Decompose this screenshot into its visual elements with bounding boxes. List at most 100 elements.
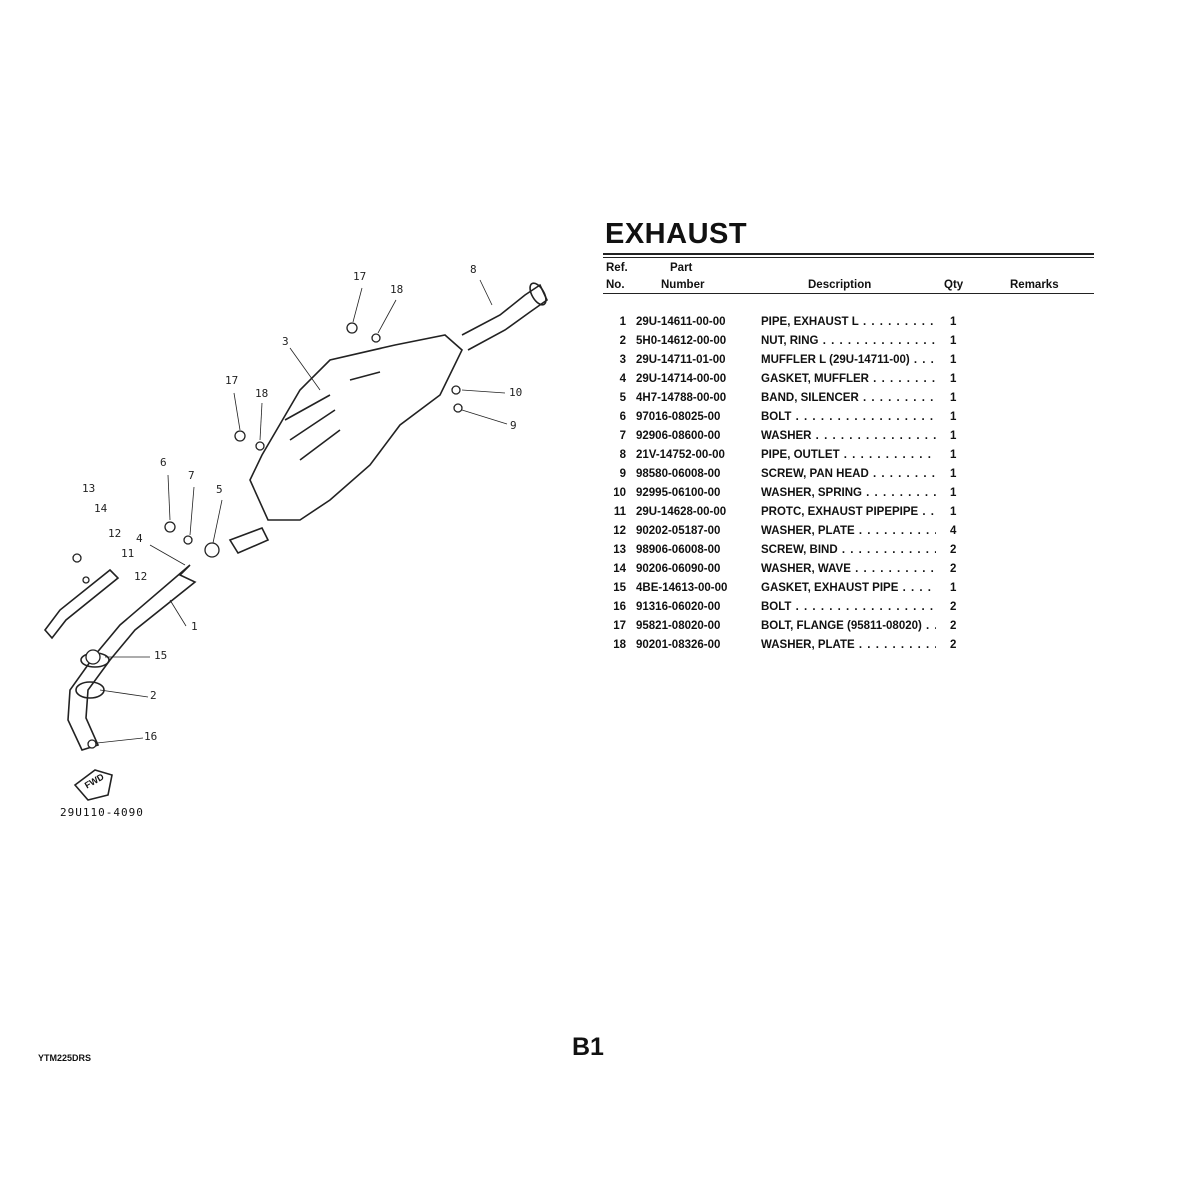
callout-label: 17 [225, 374, 239, 387]
callout-label: 18 [390, 283, 404, 296]
part-number: 95821-08020-00 [636, 620, 721, 632]
part-number: 21V-14752-00-00 [636, 449, 725, 461]
part-number: 98906-06008-00 [636, 544, 721, 556]
quantity: 1 [950, 468, 957, 480]
ref-no: 7 [619, 430, 626, 442]
ref-no: 15 [613, 582, 626, 594]
table-row: 13 98906-06008-00 SCREW, BIND 2 [600, 542, 1000, 561]
title-rule [603, 257, 1094, 258]
callout-label: 8 [470, 263, 477, 276]
protector-shape [43, 568, 120, 640]
callout-label: 10 [509, 386, 523, 399]
part-number: 97016-08025-00 [636, 411, 721, 423]
description: PROTC, EXHAUST PIPEPIPE [761, 506, 936, 518]
description: BOLT [761, 411, 936, 423]
quantity: 1 [950, 430, 957, 442]
quantity: 2 [950, 639, 957, 651]
callout-label: 12 [134, 570, 148, 583]
description: WASHER, PLATE [761, 639, 936, 651]
ref-no: 3 [619, 354, 626, 366]
callout-label: 5 [216, 483, 223, 496]
part-number: 90201-08326-00 [636, 639, 721, 651]
quantity: 1 [950, 373, 957, 385]
title-rule [603, 253, 1094, 255]
ref-no: 8 [619, 449, 626, 461]
table-row: 5 4H7-14788-00-00 BAND, SILENCER 1 [600, 390, 1000, 409]
page-title: EXHAUST [605, 218, 748, 250]
description: PIPE, OUTLET [761, 449, 936, 461]
header-ref: No. [606, 279, 625, 291]
description: WASHER, SPRING [761, 487, 936, 499]
table-row: 16 91316-06020-00 BOLT 2 [600, 599, 1000, 618]
description: NUT, RING [761, 335, 936, 347]
part-number: 91316-06020-00 [636, 601, 721, 613]
description: GASKET, EXHAUST PIPE [761, 582, 936, 594]
quantity: 1 [950, 582, 957, 594]
callout-label: 6 [160, 456, 167, 469]
callout-label: 9 [510, 419, 517, 432]
model-code: YTM225DRS [38, 1053, 92, 1063]
description: BOLT, FLANGE (95811-08020) [761, 620, 936, 632]
header-description: Description [808, 279, 872, 291]
quantity: 1 [950, 506, 957, 518]
description: SCREW, PAN HEAD [761, 468, 936, 480]
ref-no: 17 [613, 620, 626, 632]
callout-label: 12 [108, 527, 122, 540]
ref-no: 1 [619, 316, 626, 328]
description: WASHER [761, 430, 936, 442]
callout-label: 13 [82, 482, 96, 495]
callout-label: 16 [144, 730, 158, 743]
part-number: 92906-08600-00 [636, 430, 721, 442]
quantity: 2 [950, 620, 957, 632]
part-number: 29U-14711-01-00 [636, 354, 726, 366]
quantity: 1 [950, 316, 957, 328]
diagram-caption: 29U110-4090 [60, 806, 144, 819]
callout-label: 3 [282, 335, 289, 348]
quantity: 1 [950, 411, 957, 423]
callout-label: 15 [154, 649, 168, 662]
ref-no: 11 [613, 506, 626, 518]
quantity: 2 [950, 563, 957, 575]
table-row: 8 21V-14752-00-00 PIPE, OUTLET 1 [600, 447, 1000, 466]
description: BAND, SILENCER [761, 392, 936, 404]
ref-no: 5 [619, 392, 626, 404]
ref-no: 9 [619, 468, 626, 480]
callout-label: 14 [94, 502, 108, 515]
ref-no: 16 [613, 601, 626, 613]
part-number: 4H7-14788-00-00 [636, 392, 727, 404]
part-number: 90202-05187-00 [636, 525, 721, 537]
description: BOLT [761, 601, 936, 613]
exhaust-diagram [43, 279, 549, 801]
description: PIPE, EXHAUST L [761, 316, 936, 328]
quantity: 2 [950, 601, 957, 613]
part-number: 92995-06100-00 [636, 487, 721, 499]
callout-label: 18 [255, 387, 269, 400]
callout-label: 7 [188, 469, 195, 482]
quantity: 4 [950, 525, 957, 537]
part-number: 4BE-14613-00-00 [636, 582, 728, 594]
outlet-pipe-shape [461, 283, 549, 351]
ref-no: 12 [613, 525, 626, 537]
quantity: 2 [950, 544, 957, 556]
part-number: 98580-06008-00 [636, 468, 721, 480]
description: WASHER, WAVE [761, 563, 936, 575]
quantity: 1 [950, 449, 957, 461]
description: SCREW, BIND [761, 544, 936, 556]
header-ref: Ref. [606, 262, 628, 274]
quantity: 1 [950, 392, 957, 404]
page-number: B1 [572, 1033, 604, 1061]
header-rule [603, 293, 1094, 294]
fwd-arrow-shape [73, 769, 113, 801]
ref-no: 4 [619, 373, 626, 385]
quantity: 1 [950, 487, 957, 499]
ref-no: 13 [613, 544, 626, 556]
table-row: 9 98580-06008-00 SCREW, PAN HEAD 1 [600, 466, 1000, 485]
part-number: 5H0-14612-00-00 [636, 335, 727, 347]
